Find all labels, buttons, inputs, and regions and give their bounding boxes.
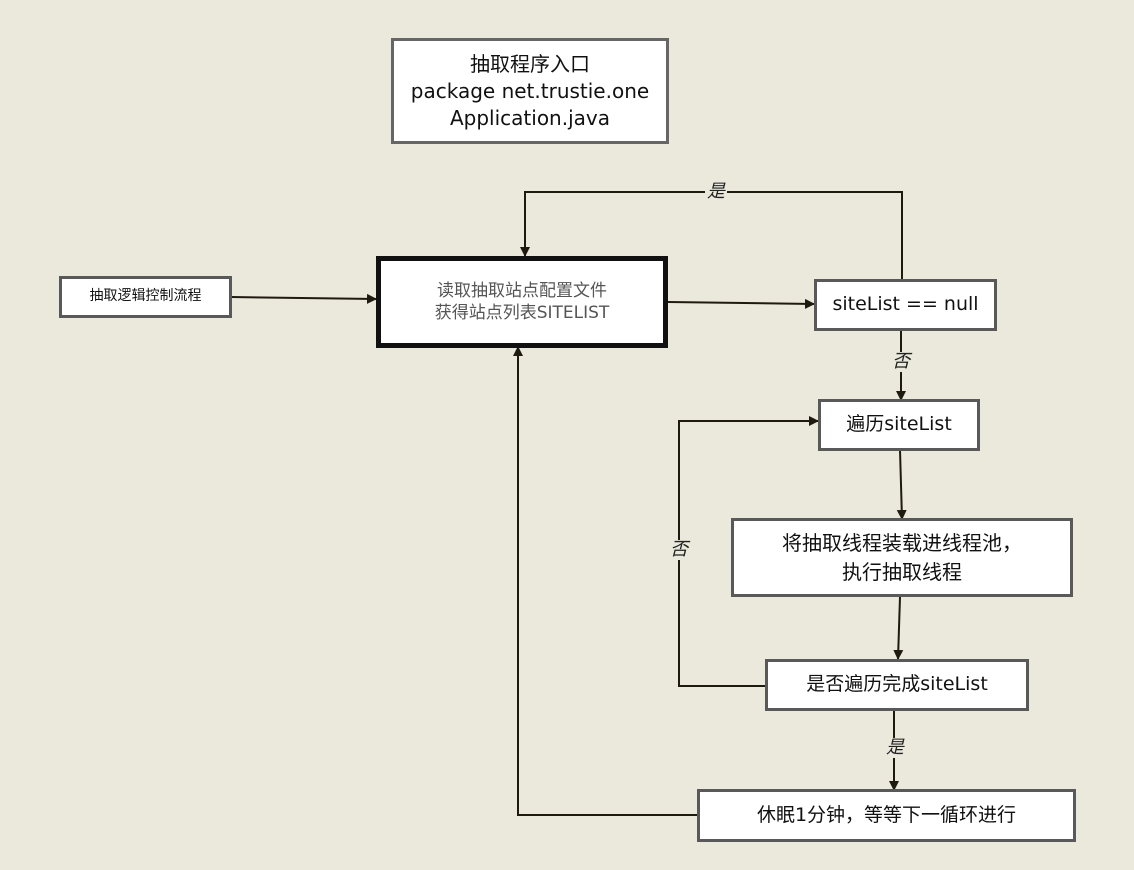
entry-class: Application.java: [449, 105, 610, 130]
control-flow-label: 抽取逻辑控制流程: [89, 288, 202, 305]
arrow-load-to-done: [893, 596, 904, 660]
iterate-label: 遍历siteList: [846, 413, 952, 436]
sleep-box: 休眠1分钟，等等下一循环进行: [697, 789, 1076, 842]
arrow-control-to-read: [230, 293, 377, 304]
arrow-read-to-nullcheck: [667, 298, 815, 309]
edge-label-loop-no: 否: [668, 539, 690, 560]
iteration-done-label: 是否遍历完成siteList: [806, 673, 988, 696]
load-threads-line2: 执行抽取线程: [842, 559, 962, 584]
sleep-label: 休眠1分钟，等等下一循环进行: [756, 803, 1017, 826]
arrow-sleep-to-read: [513, 346, 698, 816]
null-check-box: siteList == null: [814, 279, 997, 331]
arrow-iterate-to-load: [896, 449, 907, 520]
read-config-line2: 获得站点列表SITELIST: [434, 303, 610, 323]
read-config-box: 读取抽取站点配置文件 获得站点列表SITELIST: [376, 256, 668, 348]
load-threads-line1: 将抽取线程装载进线程池，: [782, 530, 1022, 555]
control-flow-box: 抽取逻辑控制流程: [59, 276, 232, 318]
read-config-line1: 读取抽取站点配置文件: [437, 281, 607, 301]
entry-package: package net.trustie.one: [410, 78, 650, 103]
null-check-label: siteList == null: [832, 293, 979, 316]
iterate-box: 遍历siteList: [818, 399, 980, 451]
iteration-done-box: 是否遍历完成siteList: [765, 659, 1029, 711]
edge-label-done-yes: 是: [884, 737, 906, 758]
entry-title: 抽取程序入口: [470, 51, 590, 76]
load-threads-box: 将抽取线程装载进线程池， 执行抽取线程: [731, 518, 1073, 597]
entry-point-box: 抽取程序入口 package net.trustie.one Applicati…: [391, 38, 669, 144]
edge-label-null-no: 否: [890, 351, 912, 372]
edge-label-null-yes: 是: [705, 181, 727, 202]
